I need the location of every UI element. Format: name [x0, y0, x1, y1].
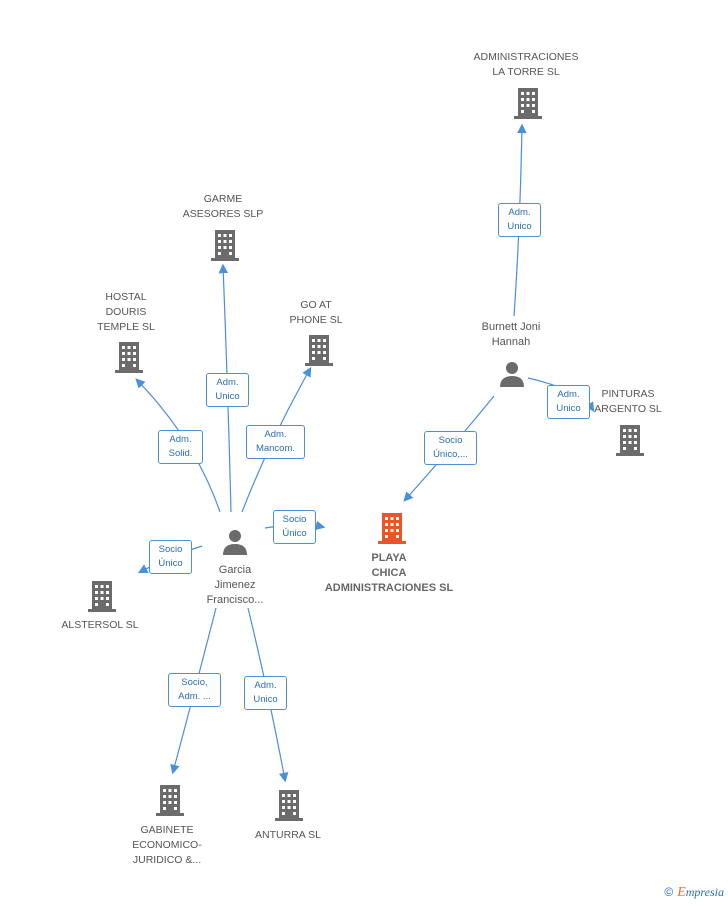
- building-icon[interactable]: [209, 228, 241, 262]
- edge-label-garcia-gabinete[interactable]: Socio, Adm. ...: [168, 673, 221, 707]
- building-icon[interactable]: [113, 340, 145, 374]
- edge-label-garcia-goat[interactable]: Adm. Mancom.: [246, 425, 305, 459]
- node-label-burnett[interactable]: Burnett Joni Hannah: [481, 321, 541, 348]
- brand-initial: E: [677, 885, 686, 900]
- edge-label-garcia-alstersol[interactable]: Socio Único: [149, 540, 192, 574]
- node-label-hostal[interactable]: HOSTAL DOURIS TEMPLE SL: [97, 291, 155, 333]
- edge-label-garcia-hostal[interactable]: Adm. Solid.: [158, 430, 203, 464]
- node-label-anturra[interactable]: ANTURRA SL: [255, 829, 321, 841]
- brand-name: mpresia: [685, 885, 724, 899]
- building-icon[interactable]: [614, 423, 646, 457]
- edge-label-burnett-playa[interactable]: Socio Único,...: [424, 431, 477, 465]
- node-label-garme[interactable]: GARME ASESORES SLP: [182, 193, 264, 220]
- building-icon[interactable]: [154, 783, 186, 817]
- edge-label-garcia-playa[interactable]: Socio Único: [273, 510, 316, 544]
- focus-building-icon[interactable]: [376, 511, 408, 545]
- building-icon[interactable]: [273, 788, 305, 822]
- node-label-goat[interactable]: GO AT PHONE SL: [289, 299, 343, 326]
- edge-label-garcia-anturra[interactable]: Adm. Unico: [244, 676, 287, 710]
- copyright-symbol: ©: [664, 885, 674, 899]
- edge-label-garcia-garme[interactable]: Adm. Unico: [206, 373, 249, 407]
- node-label-administraciones-la-torre[interactable]: ADMINISTRACIONES LA TORRE SL: [473, 51, 579, 78]
- node-label-gabinete[interactable]: GABINETE ECONOMICO- JURIDICO &...: [132, 824, 202, 866]
- edge-label-burnett-pinturas[interactable]: Adm. Unico: [547, 385, 590, 419]
- person-icon[interactable]: [221, 528, 249, 556]
- edge-label-burnett-latorre[interactable]: Adm. Unico: [498, 203, 541, 237]
- building-icon[interactable]: [303, 333, 335, 367]
- person-icon[interactable]: [498, 360, 526, 388]
- node-label-garcia[interactable]: Garcia Jimenez Francisco...: [206, 564, 264, 606]
- node-label-alstersol[interactable]: ALSTERSOL SL: [61, 619, 139, 631]
- node-label-playa[interactable]: PLAYA CHICA ADMINISTRACIONES SL: [324, 552, 454, 594]
- building-icon[interactable]: [86, 579, 118, 613]
- node-label-pinturas[interactable]: PINTURAS ARGENTO SL: [594, 388, 662, 415]
- brand-logo: ©Empresia: [664, 885, 724, 901]
- building-icon[interactable]: [512, 86, 544, 120]
